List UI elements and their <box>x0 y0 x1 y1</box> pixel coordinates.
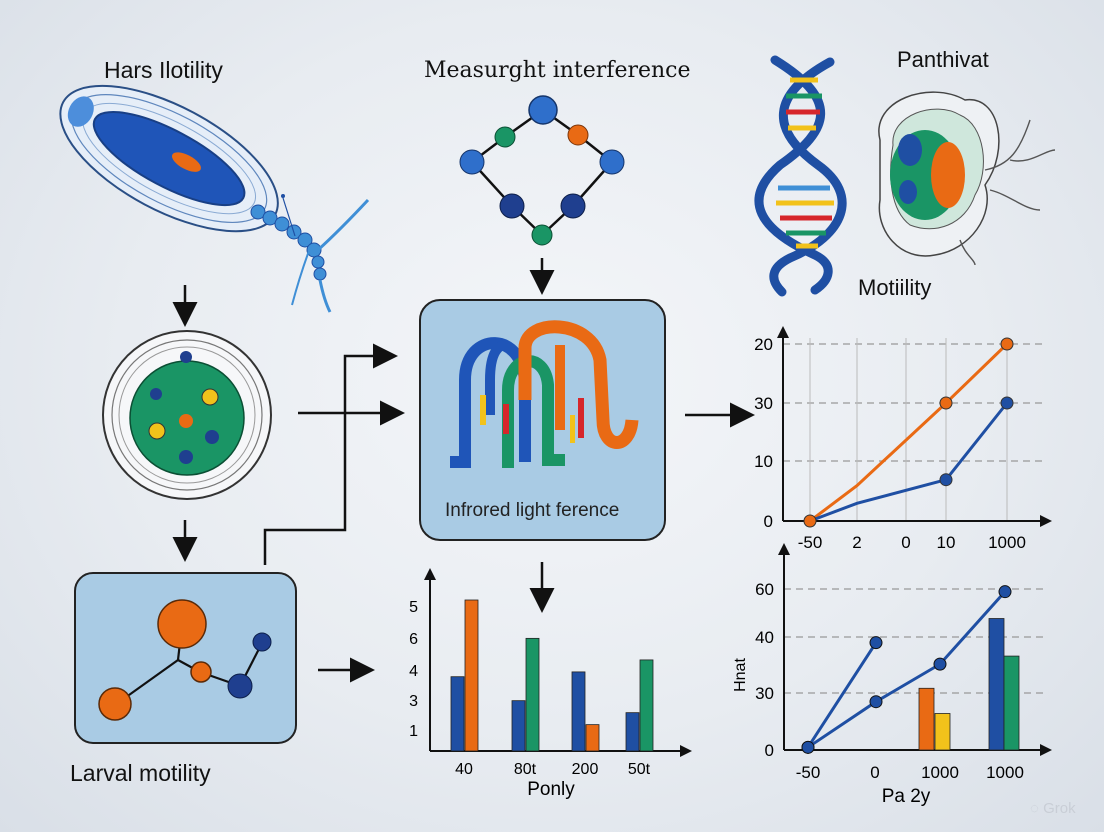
y-axis-arrow <box>424 568 436 580</box>
data-point <box>939 473 953 487</box>
x-tick-label: 0 <box>901 533 910 552</box>
data-point <box>869 695 883 709</box>
y-tick-label: 30 <box>754 394 773 413</box>
y-tick-label: 0 <box>764 512 773 531</box>
y-tick-label: 30 <box>755 684 774 703</box>
x-axis-title: Ponly <box>527 779 575 800</box>
y-axis-arrow <box>777 326 789 338</box>
bar <box>988 618 1005 751</box>
y-axis-title: Hnat <box>732 658 749 692</box>
y-tick-label: 3 <box>409 693 418 710</box>
bar <box>571 671 586 752</box>
series-line <box>809 402 1009 523</box>
bar <box>639 659 654 752</box>
x-axis-arrow <box>680 745 692 757</box>
y-tick-label: 5 <box>409 599 418 616</box>
data-point <box>998 585 1012 599</box>
bar <box>585 724 600 752</box>
title-top-left: Hars Ilotility <box>104 57 223 83</box>
x-tick-label: -50 <box>798 533 823 552</box>
y-tick-label: 6 <box>409 631 418 648</box>
x-tick-label: 2 <box>852 533 861 552</box>
y-tick-label: 0 <box>765 741 774 760</box>
data-point <box>933 657 947 671</box>
data-point <box>803 514 817 528</box>
x-axis-arrow <box>1040 515 1052 527</box>
x-axis-title: Pa 2y <box>882 786 931 807</box>
watermark-icon: ◌ <box>1030 800 1044 817</box>
y-tick-label: 10 <box>754 452 773 471</box>
y-tick-label: 20 <box>754 335 773 354</box>
y-tick-label: 60 <box>755 580 774 599</box>
x-tick-label: 10 <box>937 533 956 552</box>
data-point <box>801 740 815 754</box>
bar <box>1003 655 1020 751</box>
title-top-center: Measurght interference <box>424 58 691 83</box>
bar <box>525 637 540 752</box>
title-top-right: Panthivat <box>897 47 989 72</box>
x-tick-label: 1000 <box>988 533 1026 552</box>
x-tick-label: 1000 <box>986 763 1024 782</box>
x-tick-label: 40 <box>455 761 473 778</box>
watermark: ◌ Grok <box>1030 800 1076 817</box>
watermark-label: Grok <box>1043 800 1076 817</box>
center-box-label: Infrored light ference <box>445 500 620 521</box>
x-tick-label: 0 <box>870 763 879 782</box>
data-point <box>1000 396 1014 410</box>
bar <box>625 712 640 752</box>
x-tick-label: 200 <box>572 761 599 778</box>
x-tick-label: 1000 <box>921 763 959 782</box>
bar <box>934 713 951 751</box>
series-line <box>809 342 1009 523</box>
x-axis-arrow <box>1040 744 1052 756</box>
data-point <box>869 636 883 650</box>
bar <box>918 687 935 751</box>
title-mid-right: Motiility <box>858 275 932 300</box>
x-tick-label: 80t <box>514 761 537 778</box>
data-point <box>939 396 953 410</box>
title-bottom-left: Larval motility <box>70 760 211 786</box>
bar <box>511 700 526 752</box>
x-tick-label: -50 <box>796 763 821 782</box>
series-line <box>806 641 878 749</box>
y-tick-label: 4 <box>409 663 418 680</box>
y-tick-label: 1 <box>409 723 418 740</box>
y-tick-label: 40 <box>755 628 774 647</box>
data-point <box>1000 337 1014 351</box>
y-axis-arrow <box>778 543 790 555</box>
x-tick-label: 50t <box>628 761 651 778</box>
series-line <box>807 590 1007 749</box>
bar <box>464 599 479 752</box>
bar <box>450 676 465 752</box>
